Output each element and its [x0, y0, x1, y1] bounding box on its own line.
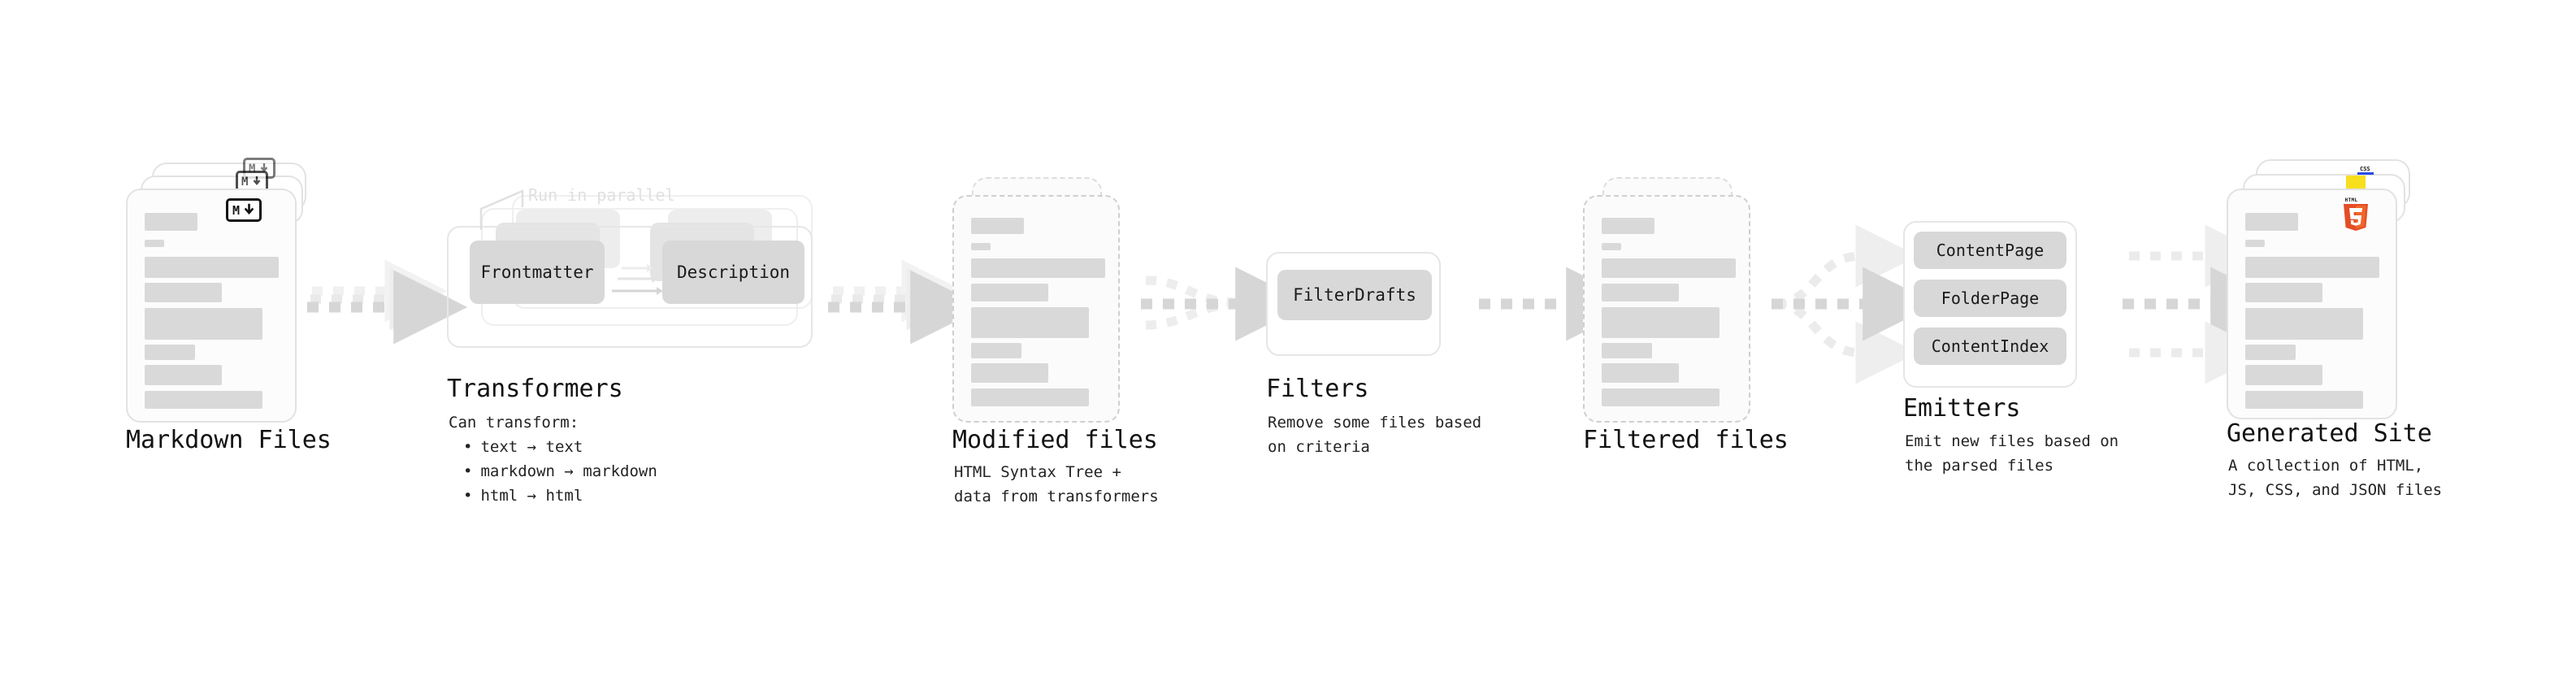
- plugin-chip-folderpage[interactable]: FolderPage: [1914, 280, 2066, 317]
- transformers-capabilities-list: text → text markdown → markdown html → h…: [449, 435, 657, 508]
- capability-item: text → text: [463, 435, 657, 459]
- skeleton-bar: [971, 307, 1089, 338]
- skeleton-bar: [145, 213, 197, 231]
- skeleton-bar: [145, 257, 279, 278]
- stage-title-markdown-files: Markdown Files: [126, 426, 332, 454]
- skeleton-bar: [971, 258, 1105, 278]
- skeleton-bar: [2245, 257, 2379, 278]
- skeleton-bar: [145, 283, 222, 302]
- svg-text:M: M: [249, 163, 255, 175]
- markdown-icon-ghost-mid: M: [236, 171, 268, 192]
- skeleton-bar: [1602, 307, 1720, 338]
- skeleton-bar: [971, 363, 1048, 383]
- skeleton-bar: [971, 284, 1048, 301]
- skeleton-bar: [2245, 391, 2363, 409]
- stage-emitters: ContentPage FolderPage ContentIndex: [1903, 221, 2090, 392]
- skeleton-bar: [145, 345, 195, 360]
- stage-desc-generated-site: A collection of HTML, JS, CSS, and JSON …: [2228, 457, 2443, 499]
- site-file-front: [2227, 189, 2397, 419]
- capability-item: html → html: [463, 484, 657, 508]
- run-in-parallel-bracket: [479, 189, 524, 230]
- transformers-group-box: [447, 226, 813, 348]
- arrow-modified-to-filters: [1141, 267, 1310, 341]
- skeleton-bar: [145, 391, 262, 409]
- transformers-inner-arrows: [612, 264, 663, 295]
- skeleton-bar: [2245, 283, 2322, 302]
- filtered-file-front: [1583, 195, 1750, 423]
- stage-title-transformers: Transformers: [447, 375, 623, 403]
- skeleton-bar: [145, 240, 164, 247]
- svg-text:M: M: [241, 176, 248, 188]
- skeleton-bar: [1602, 343, 1652, 358]
- skeleton-bar: [971, 218, 1024, 234]
- plugin-chip-contentpage[interactable]: ContentPage: [1914, 232, 2066, 269]
- stage-title-filters: Filters: [1266, 375, 1369, 403]
- skeleton-bar: [971, 388, 1089, 406]
- skeleton-bar: [971, 243, 991, 250]
- stage-generated-site: CSS HTML: [2227, 159, 2438, 452]
- arrow-transformers-to-modified: [828, 259, 985, 345]
- stage-filtered-files: [1583, 177, 1778, 445]
- svg-text:CSS: CSS: [2360, 166, 2370, 172]
- transformers-capabilities-lead: Can transform:: [449, 414, 579, 432]
- markdown-icon: M: [226, 198, 262, 222]
- skeleton-bar: [2245, 240, 2265, 247]
- html5-icon: HTML: [2340, 195, 2371, 231]
- stage-title-emitters: Emitters: [1903, 394, 2021, 423]
- skeleton-bar: [1602, 284, 1679, 301]
- stage-markdown-files: M M M: [126, 158, 337, 455]
- css-icon: CSS: [2354, 163, 2377, 176]
- transformers-capabilities: Can transform: text → text markdown → ma…: [449, 410, 657, 508]
- skeleton-bar: [1602, 258, 1736, 278]
- skeleton-bar: [145, 365, 222, 385]
- js-icon: [2346, 176, 2366, 189]
- run-in-parallel-label: Run in parallel: [528, 185, 675, 205]
- skeleton-bar: [1602, 363, 1679, 383]
- stage-modified-files: [952, 177, 1147, 445]
- skeleton-bar: [2245, 308, 2363, 340]
- skeleton-bar: [2245, 365, 2322, 385]
- skeleton-bar: [145, 308, 262, 340]
- stage-desc-filters: Remove some files based on criteria: [1268, 414, 1482, 456]
- markdown-file-front: [126, 189, 297, 423]
- skeleton-bar: [2245, 213, 2298, 231]
- plugin-chip-contentindex[interactable]: ContentIndex: [1914, 327, 2066, 365]
- stage-desc-emitters: Emit new files based on the parsed files: [1905, 432, 2119, 475]
- skeleton-bar: [2245, 345, 2296, 360]
- plugin-chip-frontmatter[interactable]: Frontmatter: [470, 241, 605, 304]
- svg-text:M: M: [232, 203, 240, 217]
- arrow-filtered-to-emitters: [1772, 224, 1937, 384]
- skeleton-bar: [1602, 388, 1720, 406]
- stage-title-modified-files: Modified files: [952, 426, 1158, 454]
- skeleton-bar: [1602, 218, 1654, 234]
- stage-title-generated-site: Generated Site: [2227, 419, 2432, 448]
- stage-desc-modified-files: HTML Syntax Tree + data from transformer…: [954, 463, 1159, 505]
- plugin-chip-description[interactable]: Description: [662, 241, 804, 304]
- skeleton-bar: [1602, 243, 1621, 250]
- plugin-chip-filterdrafts[interactable]: FilterDrafts: [1277, 270, 1432, 320]
- svg-text:HTML: HTML: [2345, 197, 2358, 203]
- arrow-emitters-to-site: [2123, 224, 2285, 384]
- capability-item: markdown → markdown: [463, 459, 657, 484]
- modified-file-front: [952, 195, 1120, 423]
- skeleton-bar: [971, 343, 1021, 358]
- stage-title-filtered-files: Filtered files: [1583, 426, 1789, 454]
- stage-filters: FilterDrafts: [1266, 252, 1445, 358]
- stage-transformers: Frontmatter Description: [447, 195, 829, 358]
